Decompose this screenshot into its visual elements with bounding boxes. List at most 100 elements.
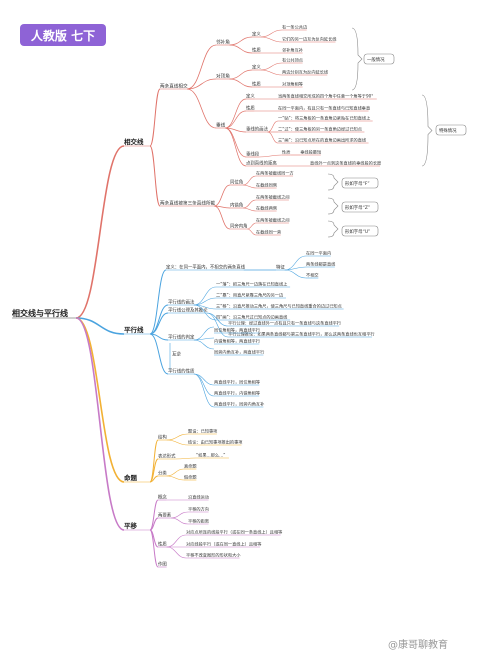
connector-line: [193, 337, 215, 341]
leaf-node: 性质: [282, 149, 290, 156]
grade-badge: 人教版 七下: [20, 24, 106, 46]
connector-line: [260, 69, 283, 76]
level1-node: 平行线的性质: [168, 368, 195, 375]
connector-line: [166, 433, 189, 441]
level1-node: 两条直线相交: [160, 83, 188, 90]
level3-node: 性质: [252, 47, 261, 54]
connector-line: [149, 439, 159, 483]
root-node-label: 相交线与平行线: [12, 308, 68, 318]
level2-node: 对顶角: [216, 73, 230, 80]
connector-line: [193, 286, 217, 306]
category-b2: 平行线: [124, 325, 144, 334]
connector-line: [247, 222, 257, 230]
leaf-node: 三“移”：沿直尺推动三角尺，使三角尺与已知直线重合的边过已知点: [216, 303, 342, 310]
note-label: 形如字母“F”: [345, 180, 370, 187]
level1-node: 平行线公理及其推论: [168, 307, 208, 314]
connector-line: [258, 154, 283, 158]
connector-line: [206, 312, 229, 338]
connector-line: [193, 297, 217, 306]
connector-line: [166, 468, 185, 477]
connector-line: [247, 228, 257, 236]
level2-node: 垂线: [216, 122, 226, 129]
category-b4: 平移: [124, 521, 138, 530]
connector-line: [166, 439, 189, 446]
connector-line: [149, 312, 169, 335]
connector-line: [284, 255, 307, 271]
leaf-node: 二“过”：使三角板的另一条直角边经过已知点: [278, 126, 362, 133]
connector-line: [267, 120, 279, 133]
level2-node: 内错角: [230, 202, 243, 209]
brace-bracket: [421, 94, 433, 167]
leaf-node: 沿直线运动: [188, 494, 209, 501]
connector-line: [225, 127, 247, 133]
connector-line: [166, 546, 187, 559]
leaf-node: 两直线平行，内错角相等: [214, 390, 260, 397]
leaf-node: 两直线平行，同旁内角互补: [214, 401, 265, 408]
leaf-node: 一“贴”：将三角板的一条直角边紧贴在已知直线上: [278, 115, 370, 122]
brace-bracket: [327, 220, 339, 238]
connector-line: [149, 269, 167, 335]
level1-node: 两要素: [158, 512, 172, 519]
connector-line: [242, 175, 257, 186]
connector-line: [242, 199, 257, 209]
leaf-node: 在截线同侧: [256, 182, 277, 189]
leaf-node: 一“落”：把三角尺一边落在已知直线上: [216, 281, 287, 288]
level3-node: 定义: [252, 31, 261, 38]
leaf-node: 在同一平面内: [306, 250, 331, 257]
connector-line: [229, 44, 253, 54]
watermark-text: @康哥聊教育: [388, 640, 448, 651]
connector-line: [229, 36, 253, 46]
leaf-node: 在截线两侧: [256, 205, 277, 212]
connector-line: [260, 62, 283, 71]
level1-node: 结构: [158, 434, 167, 441]
note-box: [341, 177, 379, 189]
connector-line: [149, 333, 169, 375]
connector-line: [224, 127, 247, 158]
level1-node: 分类: [158, 470, 167, 477]
level1-node: 表达形式: [158, 453, 176, 460]
connector-line: [260, 29, 283, 38]
leaf-node: 题设：已知事项: [188, 428, 218, 435]
level3-node: 垂线段: [246, 151, 260, 158]
leaf-node: 平移不改变图形的形状和大小: [186, 552, 241, 559]
connector-line: [166, 534, 187, 548]
leaf-node: 对应线段平行（或在同一直线上）且相等: [186, 541, 261, 548]
connector-line: [149, 499, 159, 531]
leaf-node: 内错角相等，两直线平行: [214, 338, 260, 345]
leaf-node: 对顶角相等: [282, 81, 303, 88]
inverse-label: 互逆: [172, 351, 181, 358]
connector-line: [75, 317, 125, 483]
note-label: 形如字母“Z”: [345, 204, 370, 211]
connector-line: [187, 78, 217, 90]
leaf-node: 两直线平行，同位角相等: [214, 379, 260, 386]
category-b1: 相交线: [124, 137, 144, 146]
leaf-node: 假命题: [184, 474, 197, 481]
connector-line: [260, 36, 283, 43]
note-box: [363, 53, 395, 65]
leaf-node: 三“画”：沿已知点所在的直角边画出所求的直线: [278, 137, 367, 144]
level2-node: 同旁内角: [230, 223, 248, 230]
leaf-node: 四“画”：沿三角尺过已知点的边画直线: [216, 314, 288, 321]
level3-node: 性质: [246, 105, 255, 112]
leaf-node: 有公共顶点: [282, 57, 303, 64]
connector-line: [229, 78, 253, 88]
connector-line: [193, 326, 215, 341]
leaf-node: 二“靠”：用直尺紧靠三角尺的另一边: [216, 292, 284, 299]
leaf-node: 它们的另一边互为反向延长线: [282, 36, 337, 43]
leaf-node: 平行公理：经过直线外一点有且只有一条直线与这条直线平行: [228, 320, 341, 327]
connector-line: [193, 304, 217, 321]
note-box: [341, 225, 379, 237]
leaf-node: 两边分别互为反向延长线: [282, 69, 329, 76]
connector-line: [75, 145, 125, 319]
leaf-node: 在同一平面内，有且只有一条直线与已知直线垂直: [278, 105, 370, 112]
connector-line: [75, 317, 125, 531]
leaf-node: 同位角相等，两直线平行: [214, 327, 260, 334]
level1-node: 概念: [158, 494, 167, 501]
level2-node: 同位角: [230, 179, 243, 186]
connector-line: [166, 475, 185, 481]
leaf-node: 在截线同一旁: [256, 229, 281, 236]
connector-line: [267, 131, 279, 144]
connector-line: [170, 511, 189, 519]
level2-node: 特征: [276, 264, 285, 271]
